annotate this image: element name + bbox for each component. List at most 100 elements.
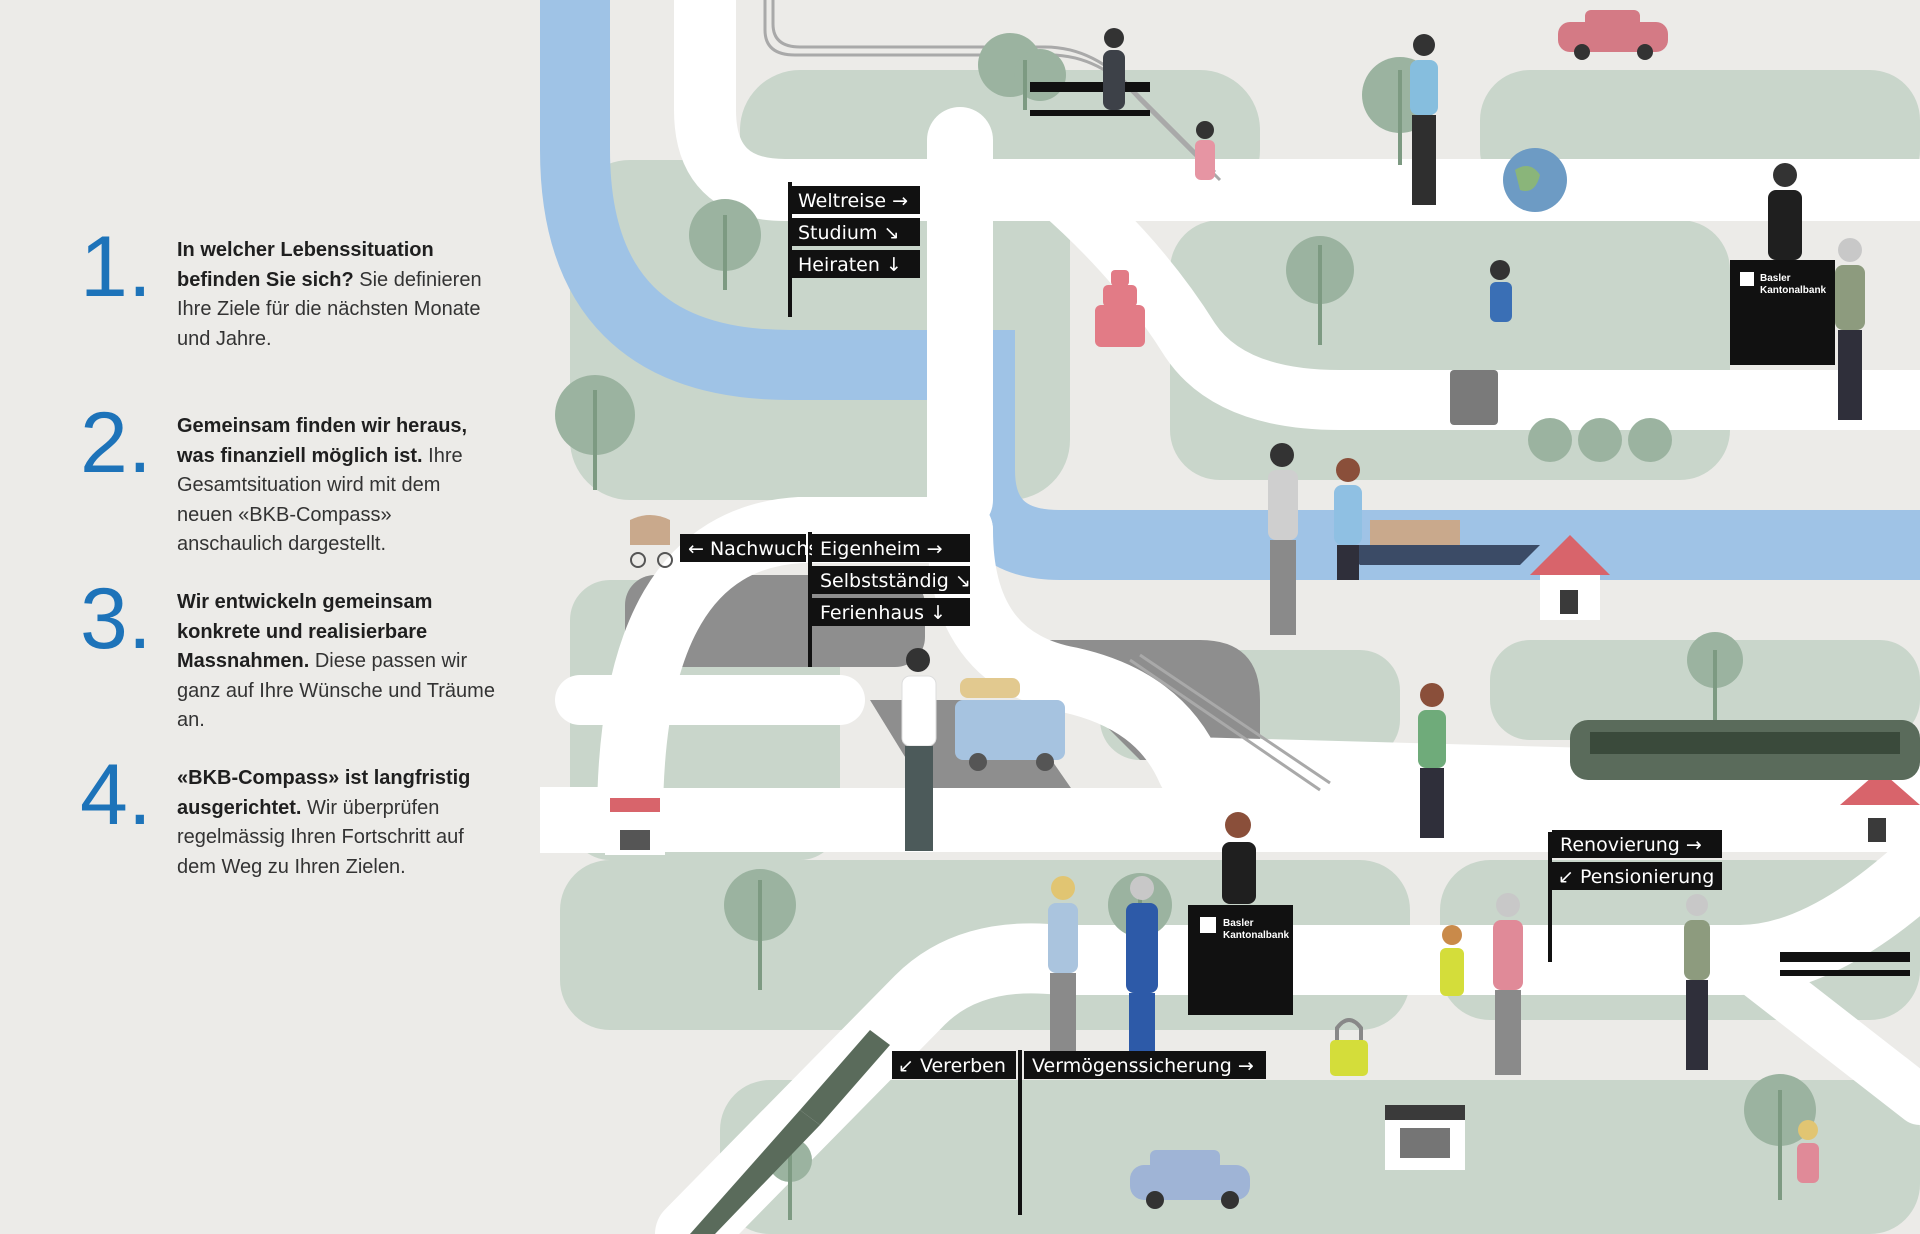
- person-icon: [1222, 812, 1256, 904]
- arrow-down-left-icon: ↙: [1558, 866, 1574, 888]
- house-icon: [1530, 535, 1610, 620]
- arrow-right-icon: →: [927, 538, 943, 560]
- step-3: 3. Wir entwickeln gemeinsam konkrete und…: [80, 576, 500, 758]
- person-icon: [1410, 34, 1438, 205]
- bank-logo-icon: [1740, 272, 1754, 286]
- signpost-family-home: ← Nachwuchs Eigenheim → Selbstständig ↘ …: [680, 532, 971, 667]
- person-icon: [1440, 925, 1464, 996]
- sign-heiraten: Heiraten ↓: [790, 250, 920, 278]
- person-icon: [1684, 894, 1710, 1070]
- sign-studium: Studium ↘: [790, 218, 920, 246]
- sign-label: Studium: [798, 222, 877, 244]
- step-text: Gemeinsam finden wir heraus, was finanzi…: [177, 412, 497, 560]
- bank-label-1: Basler: [1760, 273, 1791, 284]
- tree-icon: [1528, 418, 1672, 462]
- tree-icon: [724, 869, 796, 990]
- office-building-icon: [1385, 1105, 1465, 1170]
- wedding-cake-icon: [1095, 270, 1145, 347]
- tree-icon: [1687, 632, 1743, 720]
- person-icon: [1195, 121, 1215, 180]
- signpost-life-goals: Weltreise → Studium ↘ Heiraten ↓: [788, 182, 920, 317]
- person-icon: [1103, 28, 1125, 110]
- svg-text:← Nachwuchs: ← Nachwuchs: [688, 538, 818, 560]
- step-body: Ihre Gesamtsituation wird mit dem neuen …: [177, 444, 463, 556]
- padlock-icon: [1330, 1018, 1368, 1076]
- car-icon: [1558, 10, 1668, 60]
- person-icon: [901, 648, 937, 851]
- sign-ferienhaus: Ferienhaus ↓: [812, 598, 970, 626]
- bench-icon: [1030, 82, 1150, 116]
- sign-pole: [788, 182, 792, 317]
- step-heading: Wir entwickeln gemeinsam konkrete und re…: [177, 591, 433, 672]
- sign-pole: [808, 532, 812, 667]
- car-icon: [1130, 1150, 1250, 1209]
- person-icon: [1334, 458, 1362, 580]
- step-text: «BKB-Compass» ist langfristig ausgericht…: [177, 764, 497, 882]
- tree-icon: [1744, 1074, 1816, 1200]
- life-journey-map: Basler Kantonalbank Basler Kantonalbank …: [540, 0, 1920, 1234]
- sign-label: Pensionierung: [1580, 866, 1714, 888]
- step-number: 4.: [80, 747, 152, 843]
- sign-label: Nachwuchs: [710, 538, 818, 560]
- step-heading: In welcher Lebenssituation befinden Sie …: [177, 239, 434, 291]
- person-icon: [1835, 238, 1865, 420]
- step-text: In welcher Lebenssituation befinden Sie …: [177, 236, 497, 354]
- svg-text:Heiraten ↓: Heiraten ↓: [798, 254, 902, 276]
- sign-pensionierung: ↙ Pensionierung: [1552, 862, 1722, 890]
- person-icon: [1797, 1120, 1819, 1183]
- sign-label: Eigenheim: [820, 538, 921, 560]
- step-number: 1.: [80, 219, 152, 315]
- train-icon: [690, 1030, 890, 1234]
- sign-label: Heiraten: [798, 254, 880, 276]
- person-icon: [1768, 163, 1802, 260]
- signpost-legacy: ↙ Vererben Vermögenssicherung →: [892, 1050, 1266, 1215]
- sign-selbststaendig: Selbstständig ↘: [812, 566, 971, 594]
- signpost-later-life: Renovierung → ↙ Pensionierung: [1548, 830, 1722, 962]
- step-text: Wir entwickeln gemeinsam konkrete und re…: [177, 588, 497, 736]
- bank-label-2: Kantonalbank: [1223, 930, 1290, 941]
- steps-list: 1. In welcher Lebenssituation befinden S…: [80, 224, 500, 934]
- tree-icon: [1286, 236, 1354, 345]
- svg-text:Weltreise →: Weltreise →: [798, 190, 908, 212]
- step-2: 2. Gemeinsam finden wir heraus, was fina…: [80, 400, 500, 582]
- sign-pole: [1548, 832, 1552, 962]
- svg-text:↙ Vererben: ↙ Vererben: [898, 1055, 1006, 1077]
- arrow-right-icon: →: [1686, 834, 1702, 856]
- step-heading: Gemeinsam finden wir heraus, was finanzi…: [177, 415, 468, 467]
- svg-text:↙ Pensionierung: ↙ Pensionierung: [1558, 866, 1714, 888]
- bench-icon: [1780, 952, 1910, 976]
- sign-nachwuchs: ← Nachwuchs: [680, 534, 818, 562]
- sign-pole: [1018, 1050, 1022, 1215]
- svg-text:Studium ↘: Studium ↘: [798, 222, 899, 244]
- bank-label-2: Kantonalbank: [1760, 285, 1827, 296]
- sign-vererben: ↙ Vererben: [892, 1051, 1016, 1079]
- svg-text:Renovierung →: Renovierung →: [1560, 834, 1702, 856]
- sign-label: Renovierung: [1560, 834, 1680, 856]
- sign-vermoegenssicherung: Vermögenssicherung →: [1024, 1051, 1266, 1079]
- arrow-down-left-icon: ↙: [898, 1055, 914, 1077]
- sign-label: Vererben: [920, 1055, 1006, 1077]
- step-body: Diese passen wir ganz auf Ihre Wünsche u…: [177, 650, 495, 731]
- bank-kiosk: Basler Kantonalbank: [1188, 905, 1293, 1015]
- sign-eigenheim: Eigenheim →: [812, 534, 970, 562]
- bank-kiosk: Basler Kantonalbank: [1730, 260, 1835, 365]
- shop-icon: [605, 798, 665, 855]
- tree-icon: [689, 199, 761, 290]
- bank-logo-icon: [1200, 917, 1216, 933]
- svg-text:Selbstständig ↘: Selbstständig ↘: [820, 570, 971, 592]
- svg-text:Ferienhaus ↓: Ferienhaus ↓: [820, 602, 946, 624]
- stroller-icon: [630, 515, 673, 568]
- arrow-down-right-icon: ↘: [884, 222, 900, 244]
- book-icon: [1450, 370, 1498, 425]
- person-icon: [1490, 260, 1512, 322]
- arrow-right-icon: →: [892, 190, 908, 212]
- sign-label: Ferienhaus: [820, 602, 924, 624]
- person-icon: [1493, 893, 1523, 1075]
- step-body: Wir überprüfen regelmässig Ihren Fortsch…: [177, 796, 464, 878]
- svg-text:Vermögenssicherung →: Vermögenssicherung →: [1032, 1055, 1254, 1077]
- person-icon: [1048, 876, 1078, 1068]
- step-body: Sie definieren Ihre Ziele für die nächst…: [177, 268, 482, 350]
- step-4: 4. «BKB-Compass» ist langfristig ausgeri…: [80, 752, 500, 934]
- sign-label: Selbstständig: [820, 570, 949, 592]
- globe-icon: [1503, 148, 1567, 212]
